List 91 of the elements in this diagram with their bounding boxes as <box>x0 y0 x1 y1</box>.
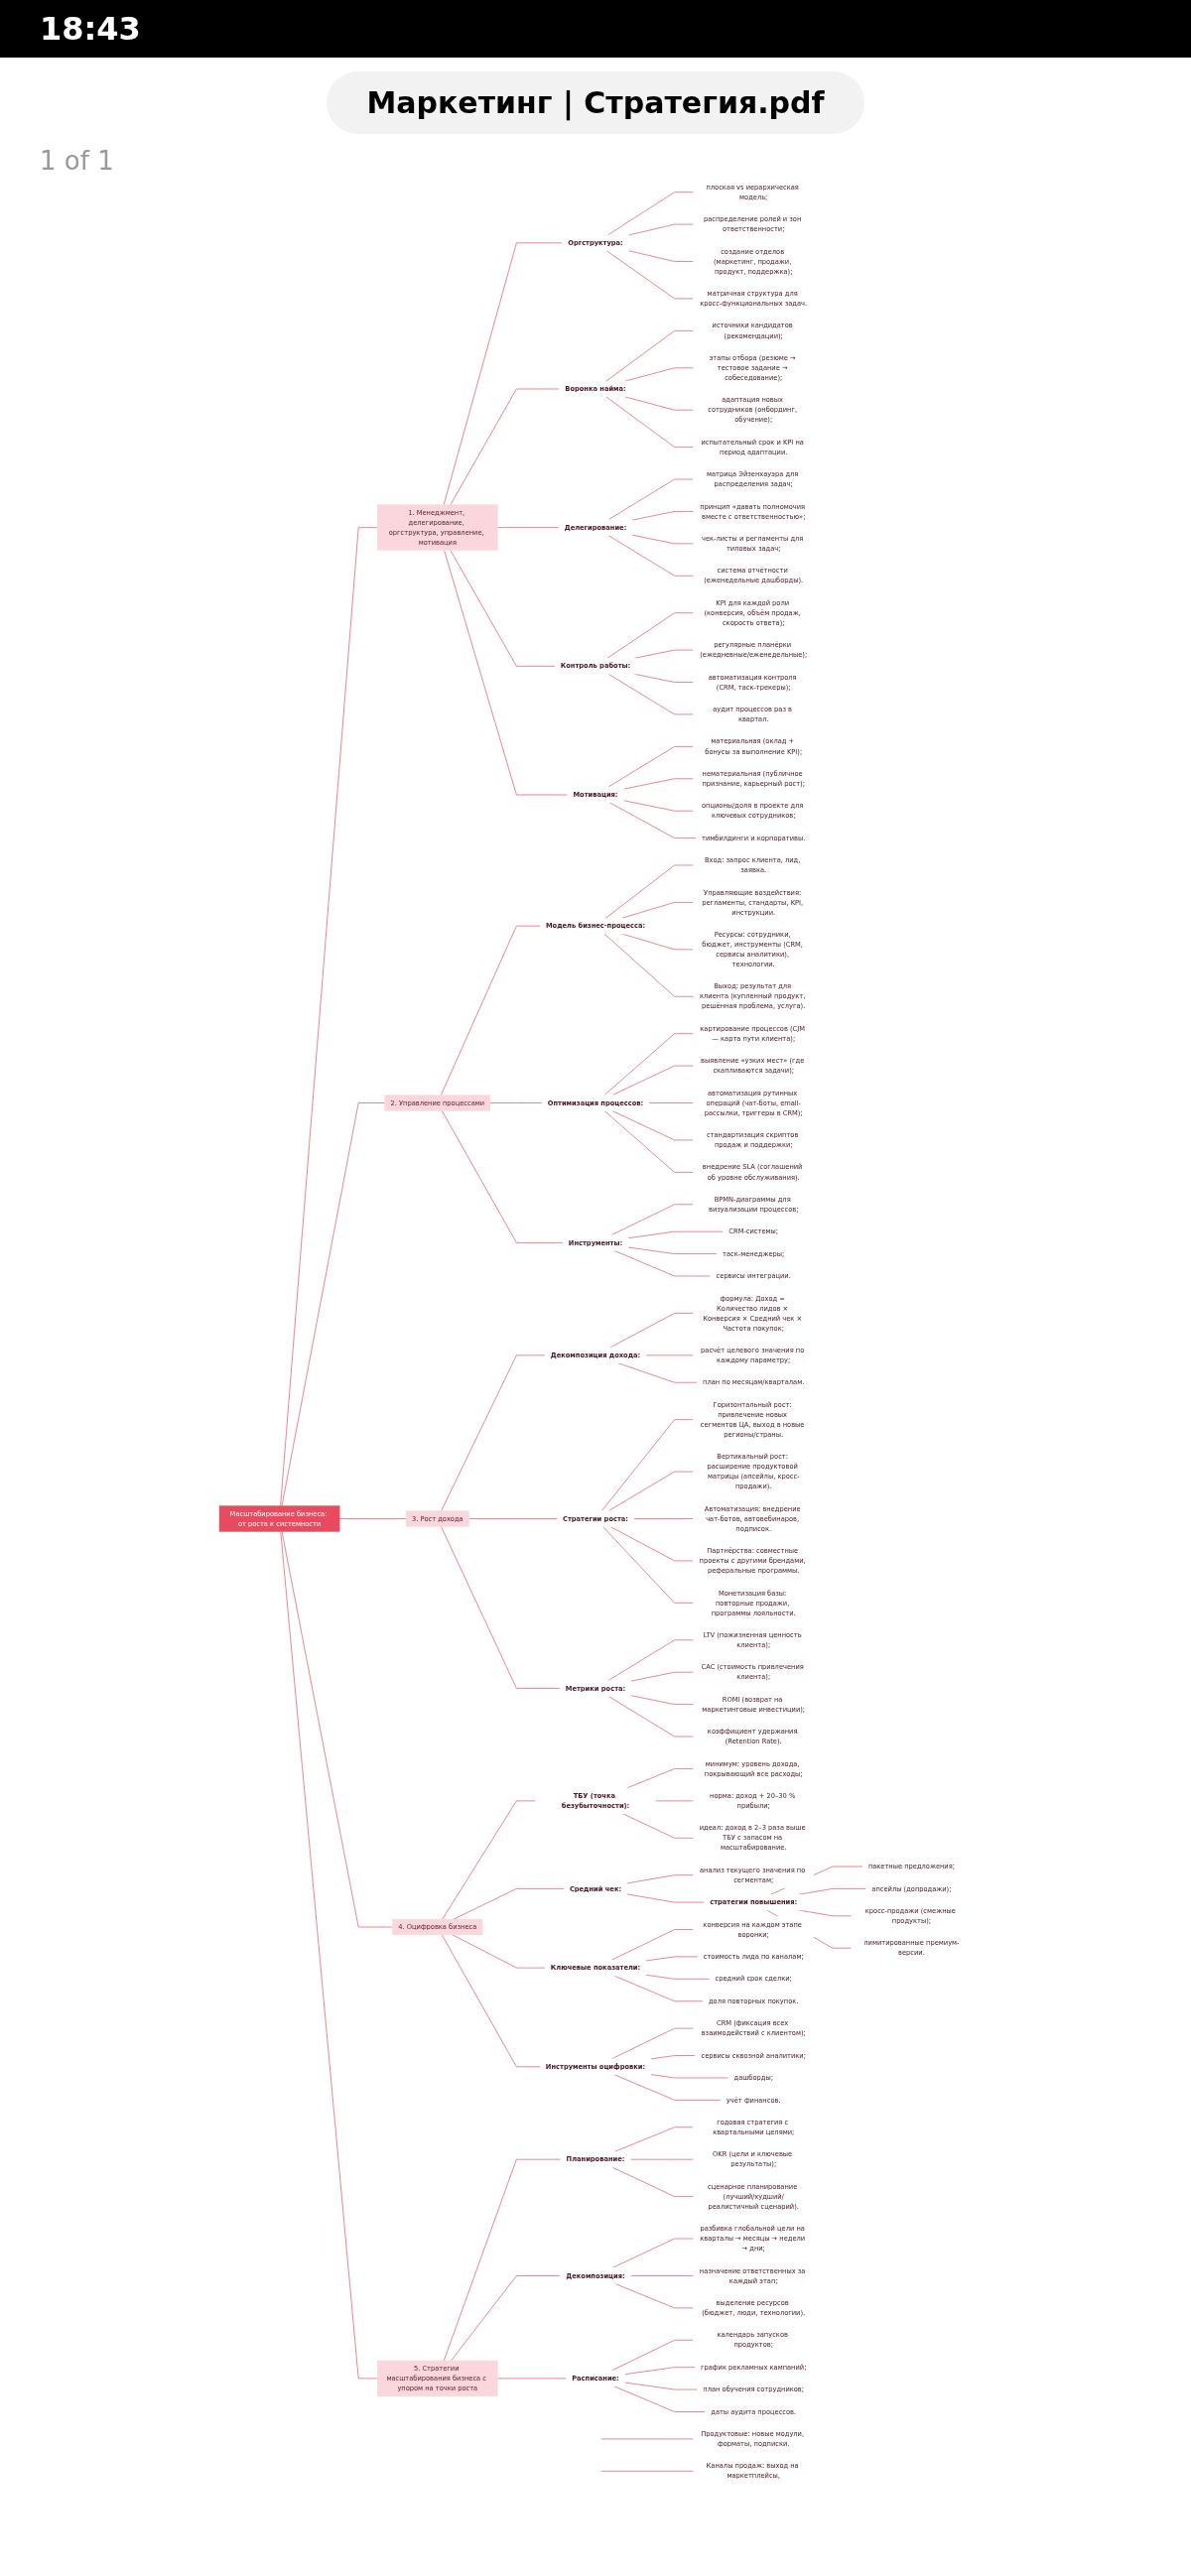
connector <box>650 2074 729 2079</box>
connector <box>607 1639 695 1681</box>
connector <box>610 1929 695 1961</box>
connector <box>338 1518 407 1519</box>
connector <box>648 1102 695 1103</box>
connector <box>468 1518 558 1519</box>
page-counter: 1 of 1 <box>40 146 114 176</box>
connector <box>621 933 695 951</box>
connector <box>607 746 695 788</box>
connector <box>603 1033 695 1095</box>
connector <box>444 550 569 796</box>
connector <box>798 1888 866 1895</box>
connector <box>613 2074 722 2101</box>
connector <box>603 1110 695 1173</box>
connector <box>453 1888 565 1920</box>
connector <box>629 2158 695 2160</box>
connector <box>624 2367 696 2376</box>
status-time: 18:43 <box>40 10 141 48</box>
connector <box>443 242 563 506</box>
connector <box>628 250 695 262</box>
connector <box>452 1934 546 1969</box>
connector <box>600 1419 695 1511</box>
connector <box>633 1518 695 1519</box>
connector <box>621 902 695 919</box>
connector <box>650 2055 697 2060</box>
connector <box>607 673 695 715</box>
connector <box>605 250 695 300</box>
connector <box>605 396 695 448</box>
connector <box>443 2158 562 2362</box>
connector <box>630 1671 695 1682</box>
connector <box>613 1249 712 1277</box>
connector <box>609 802 697 838</box>
connector <box>280 527 378 1506</box>
connector <box>606 192 695 236</box>
connector <box>610 2027 695 2060</box>
connector <box>489 1102 543 1103</box>
connector <box>280 1531 378 2380</box>
connector <box>624 2382 698 2390</box>
connector <box>609 1313 695 1349</box>
connector <box>633 649 695 659</box>
connector <box>441 1110 564 1243</box>
connector <box>602 1526 695 1604</box>
connector <box>607 1471 695 1511</box>
connector <box>441 1934 541 2068</box>
connector <box>613 2126 695 2152</box>
connector <box>626 1893 705 1903</box>
connector <box>622 800 695 812</box>
connector <box>610 2339 695 2372</box>
connector <box>450 388 560 506</box>
connector <box>611 1065 695 1095</box>
connector <box>442 1800 536 1920</box>
connector <box>441 1526 561 1689</box>
connector <box>611 2166 695 2197</box>
connector <box>607 1695 695 1738</box>
connector <box>628 223 695 236</box>
connector <box>450 550 556 667</box>
connector <box>627 1230 724 1239</box>
connector <box>451 2275 561 2362</box>
connector <box>281 1531 393 1928</box>
connector <box>603 933 695 997</box>
connector <box>441 1354 546 1511</box>
connector <box>630 1695 695 1705</box>
connector <box>645 1974 711 1980</box>
connector <box>627 1246 718 1254</box>
connector <box>440 925 541 1095</box>
connector <box>617 1362 698 1383</box>
connector <box>609 1526 695 1562</box>
connector <box>645 1354 695 1356</box>
connector <box>631 511 695 521</box>
connector <box>605 330 695 382</box>
connector <box>600 2470 695 2472</box>
connector <box>613 2282 695 2309</box>
connector <box>606 612 695 659</box>
connector <box>613 1975 704 2002</box>
connector <box>610 1204 695 1235</box>
connector <box>622 778 695 790</box>
connector <box>604 864 695 919</box>
connector <box>622 1813 695 1839</box>
connector <box>630 2275 695 2276</box>
connector <box>645 1956 699 1962</box>
connector <box>496 527 560 528</box>
connector <box>626 1874 695 1884</box>
connector <box>607 478 695 521</box>
connector <box>613 2385 706 2412</box>
connector <box>611 1110 695 1141</box>
connector <box>631 534 695 545</box>
connector <box>611 2238 695 2268</box>
document-title: Маркетинг | Стратегия.pdf <box>327 71 864 134</box>
connector <box>624 396 695 411</box>
connector <box>281 1102 386 1506</box>
connector <box>607 535 695 577</box>
